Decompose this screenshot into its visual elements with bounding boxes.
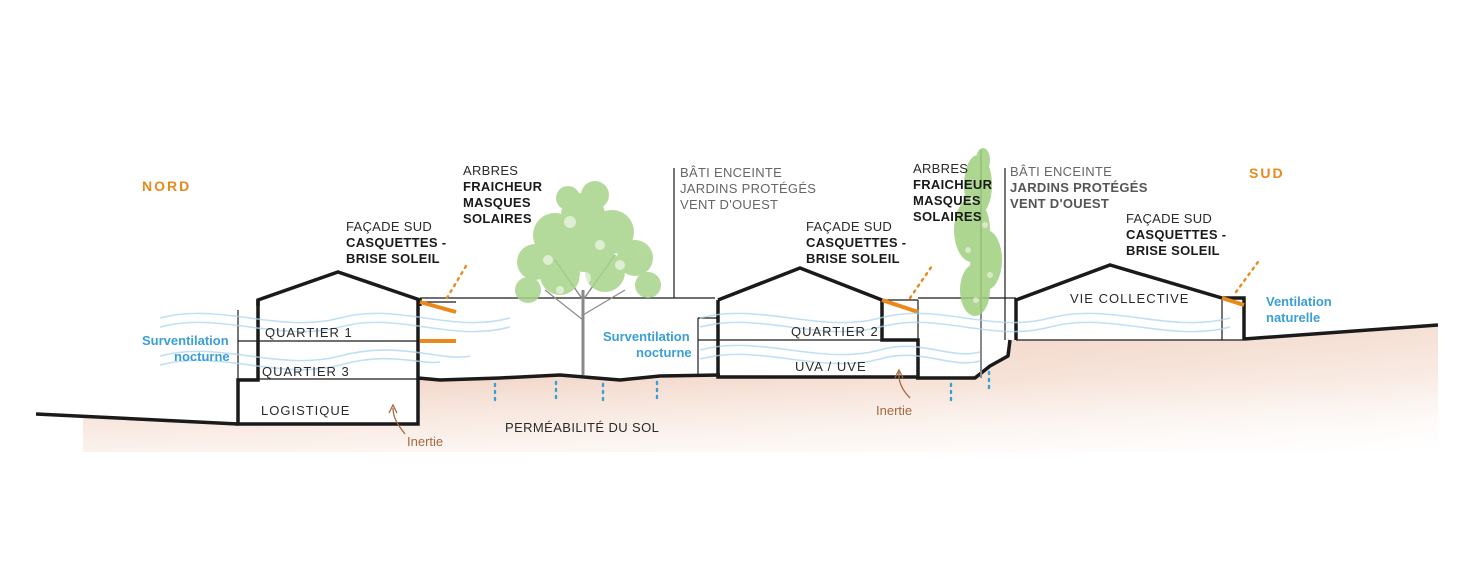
svg-text:SOLAIRES: SOLAIRES	[463, 211, 532, 226]
inertie-arrows	[388, 368, 911, 435]
svg-text:Surventilation: Surventilation	[142, 333, 229, 348]
annotation-facade-1: FAÇADE SUD CASQUETTES - BRISE SOLEIL	[346, 219, 446, 266]
label-surventilation-1: Surventilation nocturne	[142, 333, 230, 364]
label-inertie-1: Inertie	[407, 434, 443, 449]
building-2	[697, 264, 934, 379]
svg-text:VENT D'OUEST: VENT D'OUEST	[1010, 196, 1109, 211]
svg-text:naturelle: naturelle	[1266, 310, 1320, 325]
svg-text:VENT D'OUEST: VENT D'OUEST	[680, 197, 778, 212]
ground	[35, 323, 1439, 452]
svg-text:FRAICHEUR: FRAICHEUR	[463, 179, 543, 194]
annotation-trees-1: ARBRES FRAICHEUR MASQUES SOLAIRES	[463, 163, 543, 226]
svg-text:MASQUES: MASQUES	[913, 193, 981, 208]
tree-2	[954, 148, 1002, 378]
label-nord: NORD	[142, 178, 191, 194]
ventilation-waves	[159, 312, 1231, 371]
svg-text:JARDINS PROTÉGÉS: JARDINS PROTÉGÉS	[1010, 180, 1148, 195]
annotation-trees-2: ARBRES FRAICHEUR MASQUES SOLAIRES	[913, 161, 993, 224]
label-surventilation-2: Surventilation nocturne	[603, 329, 692, 360]
annotation-bati-1: BÂTI ENCEINTE JARDINS PROTÉGÉS VENT D'OU…	[680, 165, 816, 212]
label-permeabilite: PERMÉABILITÉ DU SOL	[505, 420, 659, 435]
svg-text:nocturne: nocturne	[174, 349, 230, 364]
ground-line	[35, 323, 1439, 426]
svg-text:CASQUETTES -: CASQUETTES -	[346, 235, 446, 250]
svg-text:nocturne: nocturne	[636, 345, 692, 360]
room-uva-uve: UVA / UVE	[795, 359, 867, 374]
room-quartier-2: QUARTIER 2	[791, 324, 879, 339]
svg-text:JARDINS PROTÉGÉS: JARDINS PROTÉGÉS	[680, 181, 816, 196]
annotation-facade-2: FAÇADE SUD CASQUETTES - BRISE SOLEIL	[806, 219, 906, 266]
annotation-bati-2: BÂTI ENCEINTE JARDINS PROTÉGÉS VENT D'OU…	[1010, 164, 1148, 211]
svg-text:BRISE SOLEIL: BRISE SOLEIL	[806, 251, 900, 266]
room-quartier-3: QUARTIER 3	[262, 364, 350, 379]
svg-text:BRISE SOLEIL: BRISE SOLEIL	[346, 251, 440, 266]
svg-text:Ventilation: Ventilation	[1266, 294, 1332, 309]
soil-permeability-dots	[493, 370, 991, 406]
room-quartier-1: QUARTIER 1	[265, 325, 353, 340]
svg-text:BRISE SOLEIL: BRISE SOLEIL	[1126, 243, 1220, 258]
label-inertie-2: Inertie	[876, 403, 912, 418]
svg-text:BÂTI ENCEINTE: BÂTI ENCEINTE	[680, 165, 782, 180]
label-ventilation-naturelle: Ventilation naturelle	[1266, 294, 1332, 325]
svg-text:SOLAIRES: SOLAIRES	[913, 209, 982, 224]
room-vie-collective: VIE COLLECTIVE	[1070, 291, 1189, 306]
svg-text:CASQUETTES -: CASQUETTES -	[1126, 227, 1226, 242]
svg-text:CASQUETTES -: CASQUETTES -	[806, 235, 906, 250]
svg-text:Surventilation: Surventilation	[603, 329, 690, 344]
svg-text:FRAICHEUR: FRAICHEUR	[913, 177, 993, 192]
label-sud: SUD	[1249, 165, 1285, 181]
svg-text:FAÇADE SUD: FAÇADE SUD	[1126, 211, 1212, 226]
room-logistique: LOGISTIQUE	[261, 403, 350, 418]
svg-text:MASQUES: MASQUES	[463, 195, 531, 210]
svg-text:BÂTI ENCEINTE: BÂTI ENCEINTE	[1010, 164, 1112, 179]
svg-text:ARBRES: ARBRES	[463, 163, 518, 178]
building-3	[1014, 260, 1260, 341]
svg-text:FAÇADE SUD: FAÇADE SUD	[806, 219, 892, 234]
tree-1	[515, 181, 661, 375]
annotation-facade-3: FAÇADE SUD CASQUETTES - BRISE SOLEIL	[1126, 211, 1226, 258]
svg-text:ARBRES: ARBRES	[913, 161, 968, 176]
svg-text:FAÇADE SUD: FAÇADE SUD	[346, 219, 432, 234]
